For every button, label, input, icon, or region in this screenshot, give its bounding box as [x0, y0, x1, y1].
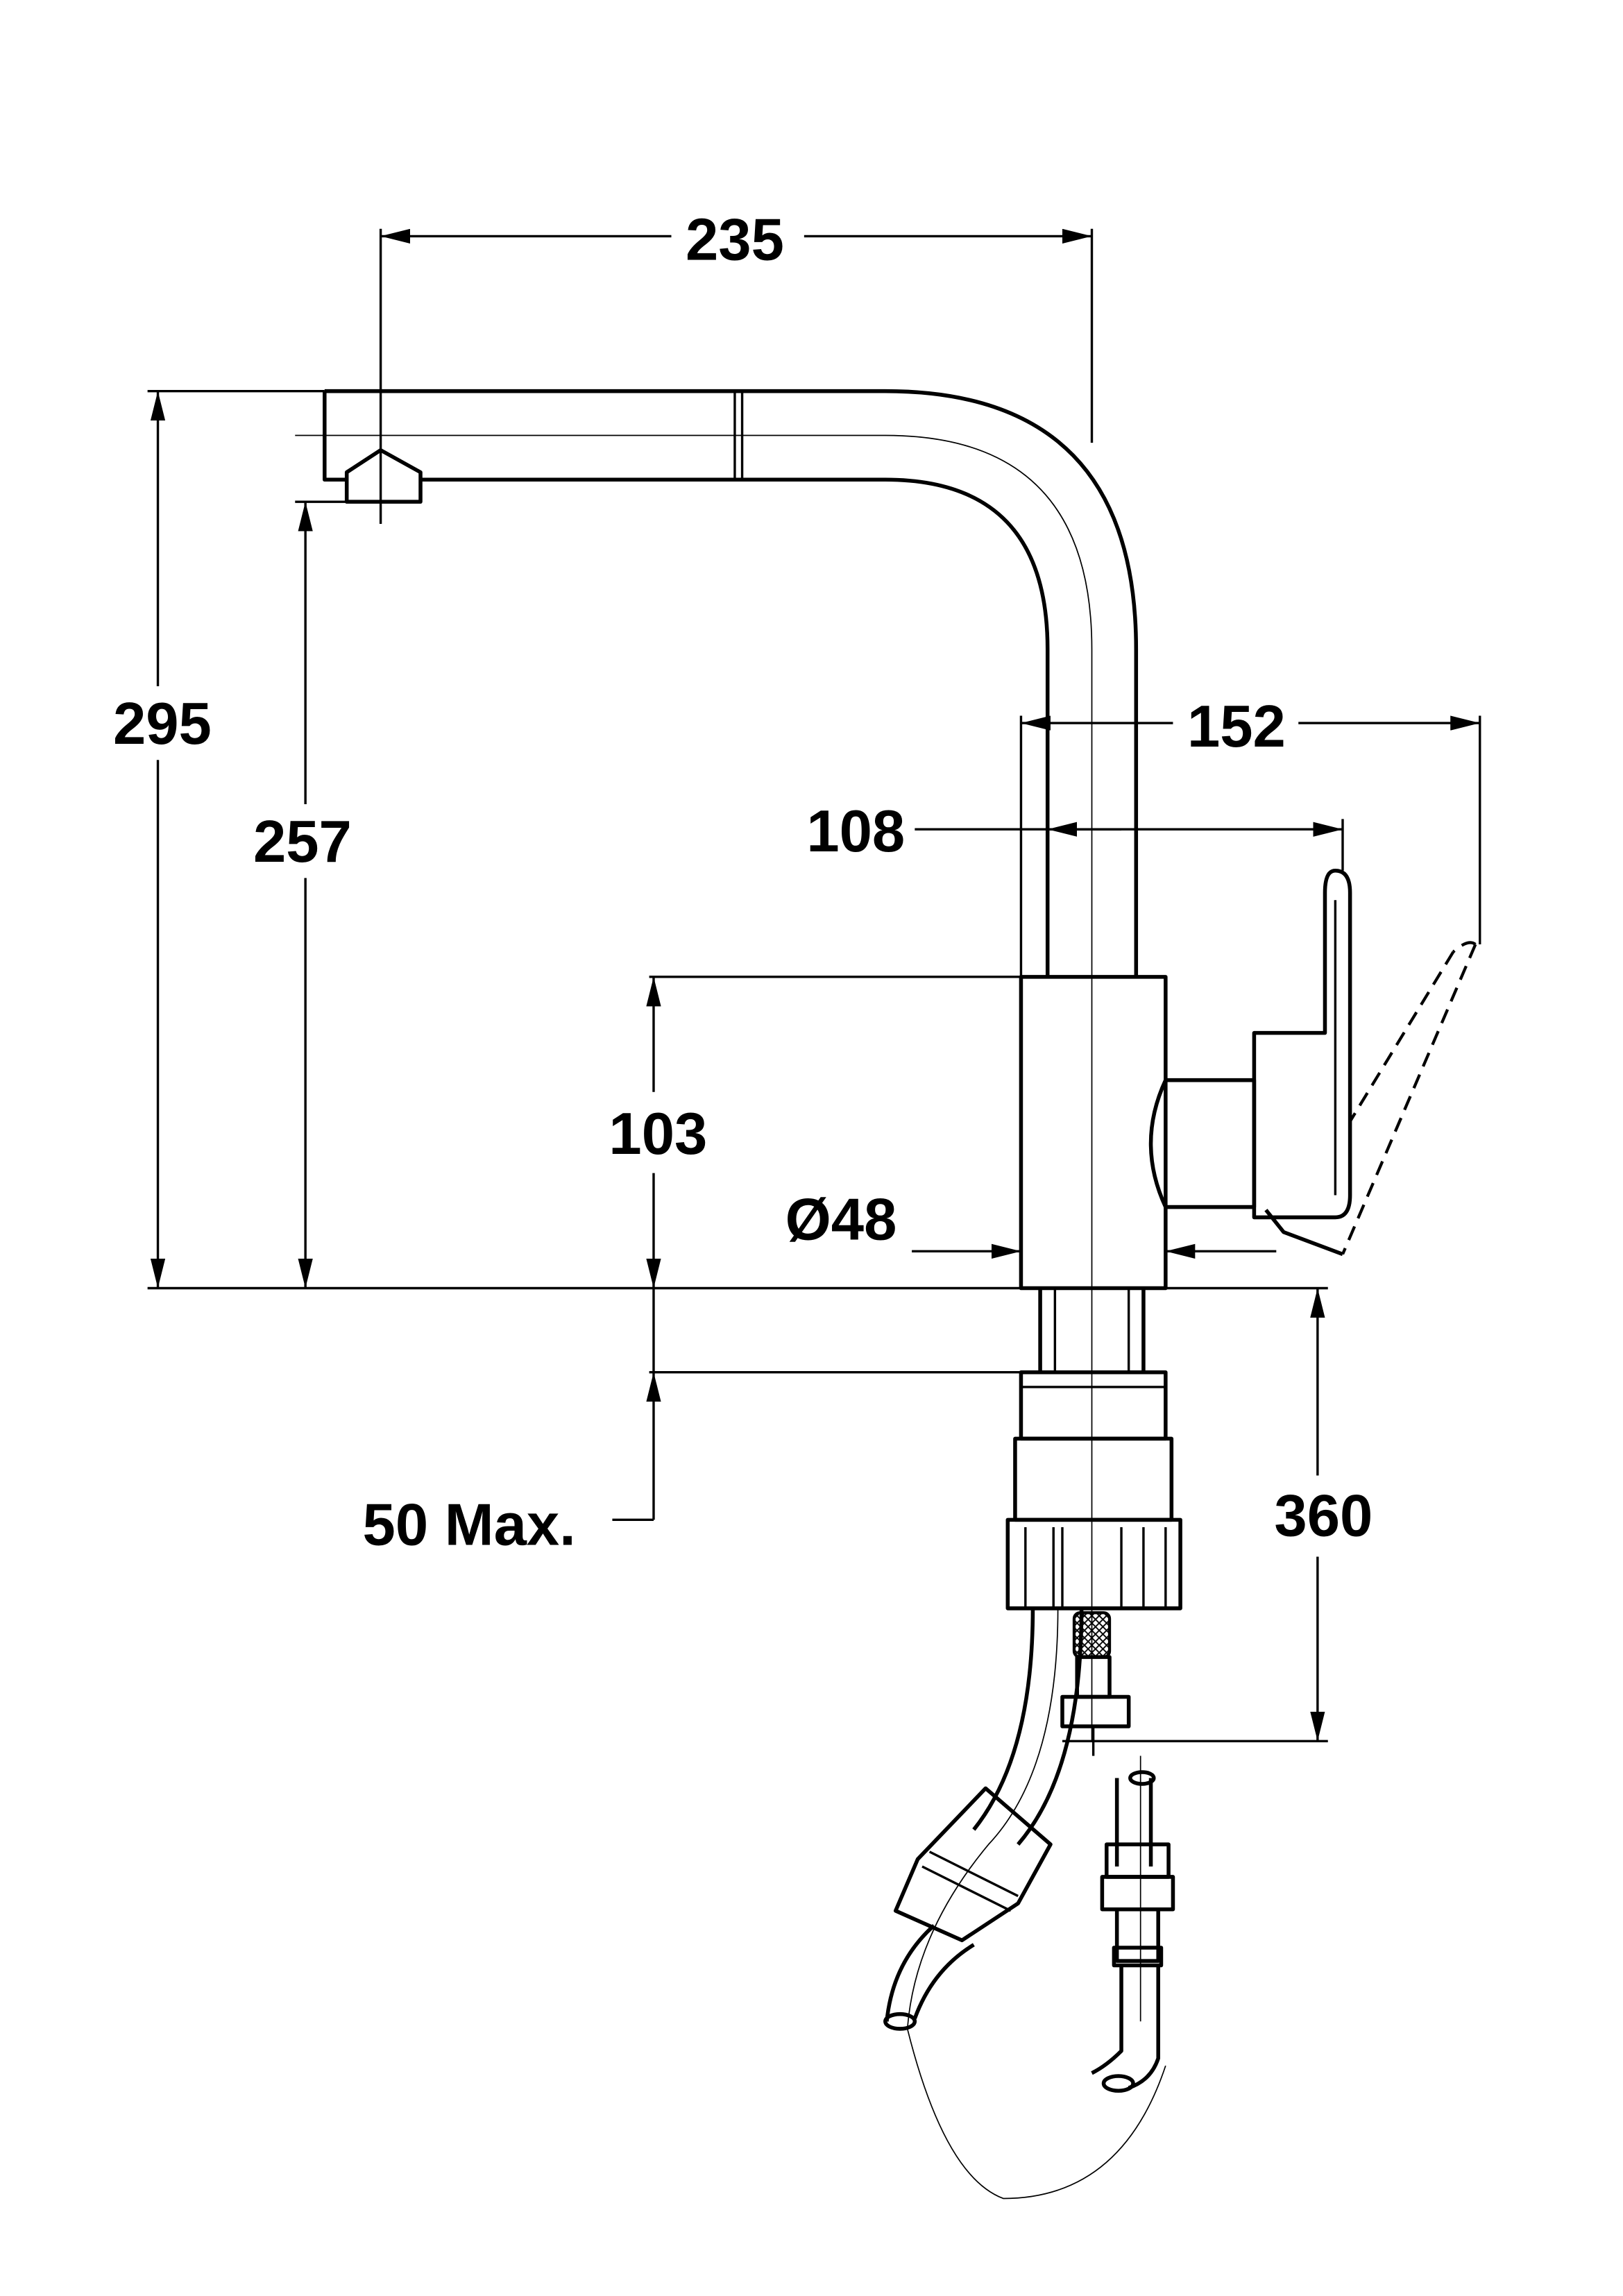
- mounting-shank-and-nut: [1005, 1288, 1182, 1610]
- lever-open-position: [1341, 941, 1477, 1255]
- dimension-lines: [147, 228, 1481, 1742]
- supply-connector: [1091, 1755, 1175, 2093]
- dim-body-height: 103: [609, 1101, 707, 1167]
- aerator-nozzle: [344, 448, 423, 504]
- dim-body-diameter: Ø48: [785, 1187, 897, 1252]
- dim-spout-clearance: 257: [253, 809, 352, 875]
- dim-spout-reach: 235: [686, 207, 784, 273]
- supply-hose-with-filter: [1060, 1611, 1131, 1756]
- lever-handle: [1148, 868, 1352, 1257]
- dim-hose-length: 360: [1274, 1483, 1373, 1549]
- dim-total-height: 295: [113, 691, 212, 757]
- spout: [295, 389, 1139, 1742]
- dim-counter-thickness: 50 Max.: [363, 1492, 576, 1558]
- faucet-body: [1019, 975, 1168, 1291]
- dim-lever-reach: 108: [806, 799, 905, 865]
- dim-lever-reach-open: 152: [1187, 694, 1286, 760]
